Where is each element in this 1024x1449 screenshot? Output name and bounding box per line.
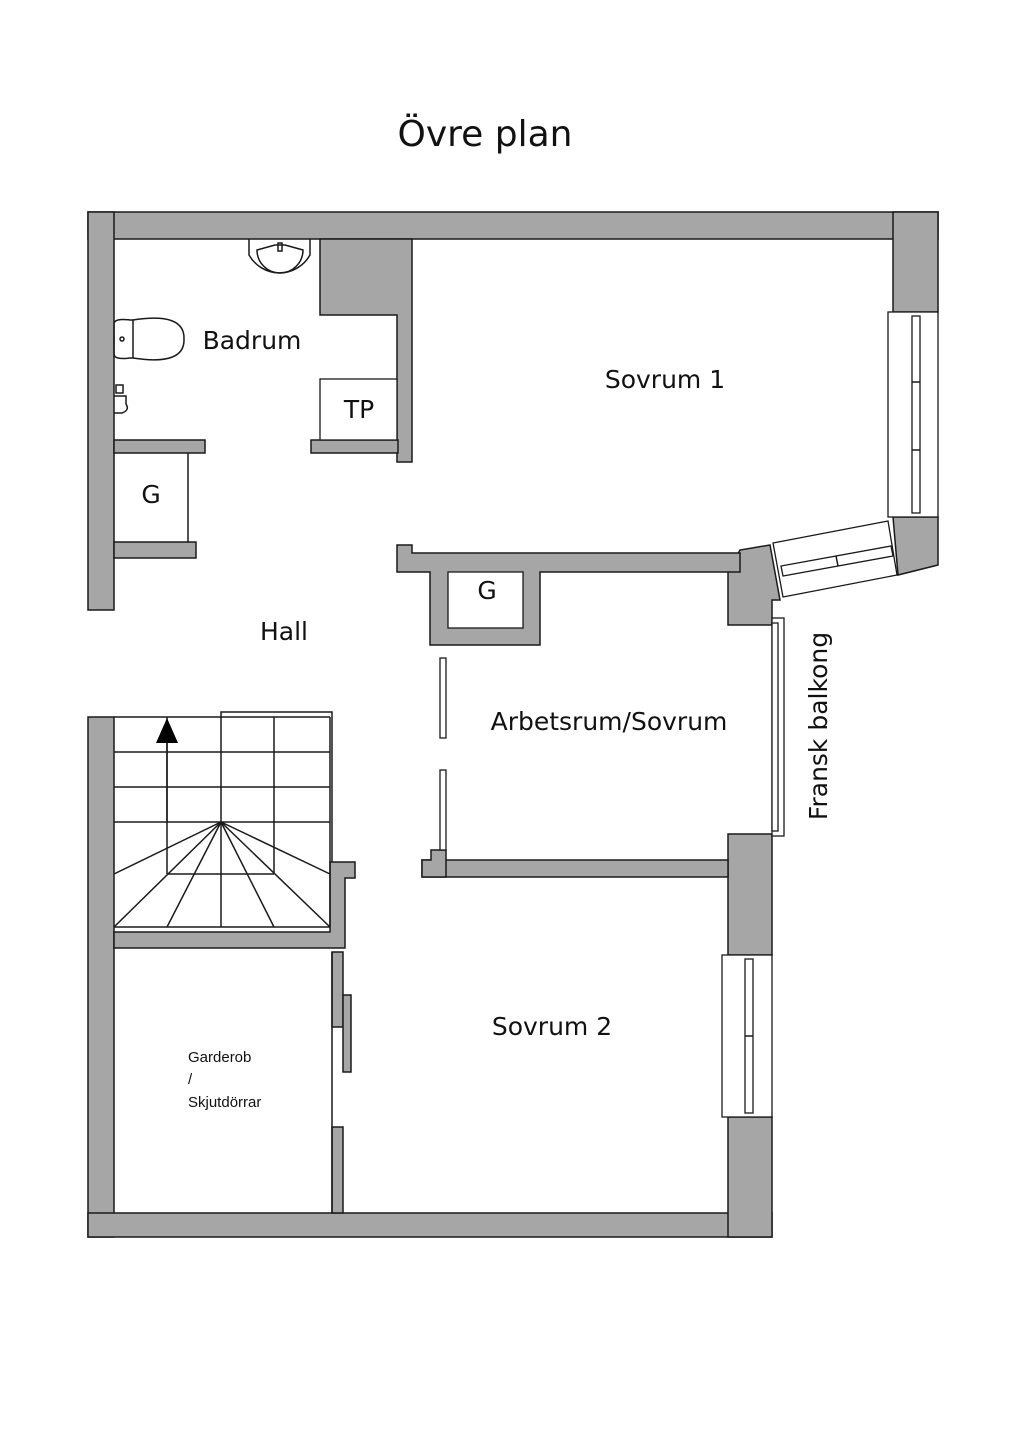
room-label-garderob: Garderob <box>188 1049 251 1066</box>
room-label-g1: G <box>141 480 160 509</box>
room-label-hall: Hall <box>260 617 308 646</box>
room-label-badrum: Badrum <box>203 326 302 355</box>
sliding-door-1 <box>331 951 344 1028</box>
french-balcony-window <box>771 617 785 837</box>
tp-outline <box>319 378 398 441</box>
sink-icon <box>248 239 311 274</box>
left-wall-lower <box>87 716 115 1238</box>
sliding-door-3 <box>331 1126 344 1214</box>
shower-icon <box>114 384 129 414</box>
office-door-stub <box>421 849 447 878</box>
room-label-sovrum2: Sovrum 2 <box>492 1012 612 1041</box>
top-wall <box>87 211 939 240</box>
closet-g2-outline <box>447 571 524 629</box>
sliding-door-2 <box>342 994 352 1073</box>
bottom-wall <box>87 1212 773 1238</box>
bath-wall-right <box>310 439 399 454</box>
room-label-arbetsrum: Arbetsrum/Sovrum <box>491 707 728 736</box>
balcony-wall-block <box>727 544 781 626</box>
room-label-sovrum1: Sovrum 1 <box>605 365 725 394</box>
window-sovrum2 <box>721 954 773 1118</box>
room-label-skjutdorrar: Skjutdörrar <box>188 1094 261 1111</box>
walls <box>87 211 939 1238</box>
room-label-garderob-slash: / <box>188 1071 193 1088</box>
bath-wall-left <box>113 439 206 454</box>
right-wall-corner <box>892 516 939 576</box>
right-wall-top <box>892 211 939 313</box>
window-sovrum1 <box>887 311 939 518</box>
staircase <box>113 711 333 928</box>
stair-arrow-icon <box>156 718 178 822</box>
window-angled <box>772 520 898 598</box>
closet-wall <box>113 541 197 559</box>
room-label-g2: G <box>477 576 496 605</box>
office-bottom-wall <box>421 859 729 878</box>
toilet-icon <box>113 317 185 361</box>
room-label-tp: TP <box>343 395 374 424</box>
right-wall-bottom <box>727 1116 773 1238</box>
label-fransk-balkong: Fransk balkong <box>804 632 833 820</box>
office-doors <box>439 657 447 851</box>
stair-wall <box>113 861 356 949</box>
right-wall-mid <box>727 833 773 956</box>
left-wall-upper <box>87 211 115 611</box>
bath-bedroom-wall <box>319 238 413 463</box>
plan-title: Övre plan <box>398 113 573 155</box>
